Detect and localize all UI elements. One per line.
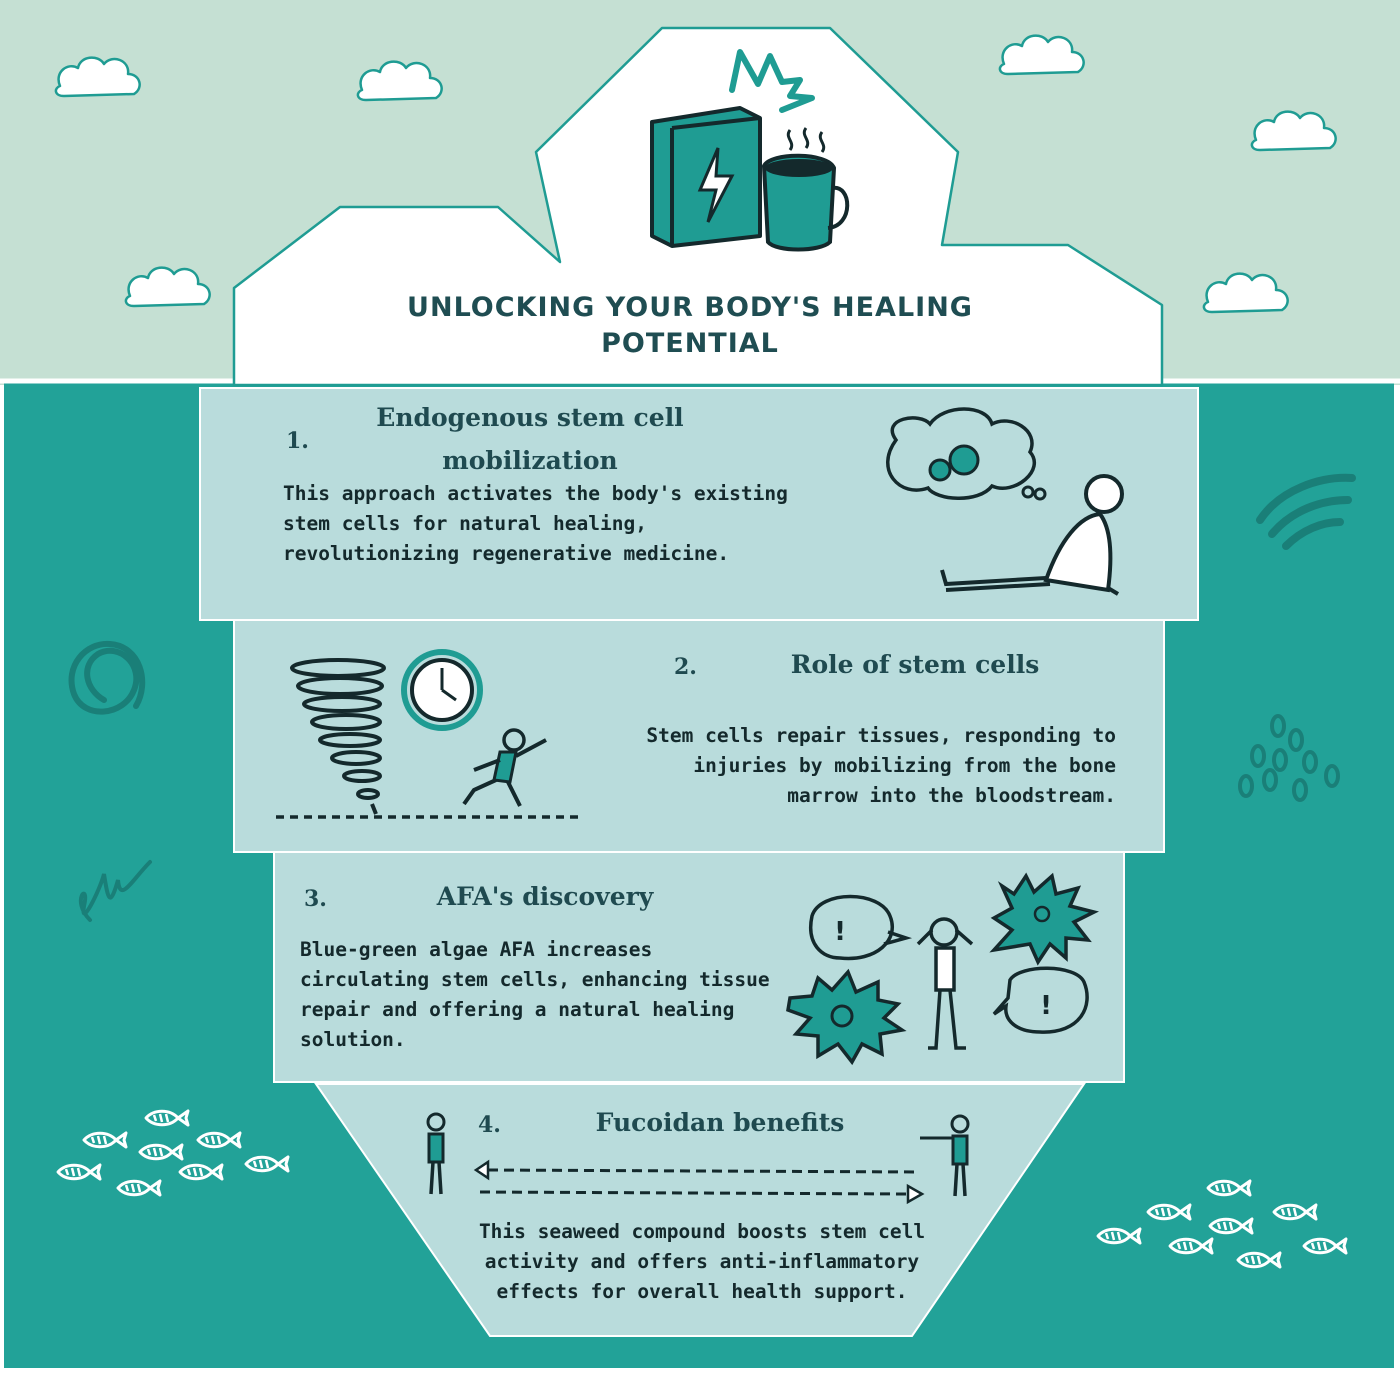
svg-text:!: ! [1040, 991, 1052, 1021]
section-1-heading: Endogenous stem cell mobilization [376, 403, 684, 475]
section-4-number: 4. [478, 1112, 501, 1138]
section-2-body: Stem cells repair tissues, responding to… [646, 724, 1116, 807]
section-panel-3 [273, 851, 1125, 1083]
section-1-number: 1. [286, 428, 309, 454]
waves-icon [1256, 473, 1356, 550]
section-panel-1 [199, 387, 1199, 621]
book-icon [650, 106, 762, 248]
svg-text:!: ! [834, 917, 846, 947]
page-title: UNLOCKING YOUR BODY'S HEALING POTENTIAL [407, 292, 973, 359]
dots-icon [1238, 714, 1340, 802]
thinking-person-icon [886, 407, 1124, 596]
section-panel-2 [233, 619, 1165, 853]
squiggle-icon [78, 860, 152, 922]
two-people-exchange-icon [426, 1112, 970, 1205]
section-4-body: This seaweed compound boosts stem cell a… [478, 1220, 926, 1303]
section-2-heading: Role of stem cells [790, 650, 1040, 679]
section-1-body: This approach activates the body's exist… [283, 482, 788, 565]
section-3-body: Blue-green algae AFA increases circulati… [300, 938, 770, 1051]
section-3-heading: AFA's discovery [436, 882, 654, 911]
coffee-mug-icon [729, 49, 850, 252]
running-from-tornado-icon [276, 649, 578, 819]
section-3-number: 3. [304, 886, 327, 912]
section-2-number: 2. [674, 654, 697, 680]
section-panel-4 [314, 1083, 1086, 1337]
spiral-icon [68, 640, 146, 715]
stressed-person-icon: ! ! [786, 872, 1100, 1066]
section-4-heading: Fucoidan benefits [595, 1108, 845, 1137]
